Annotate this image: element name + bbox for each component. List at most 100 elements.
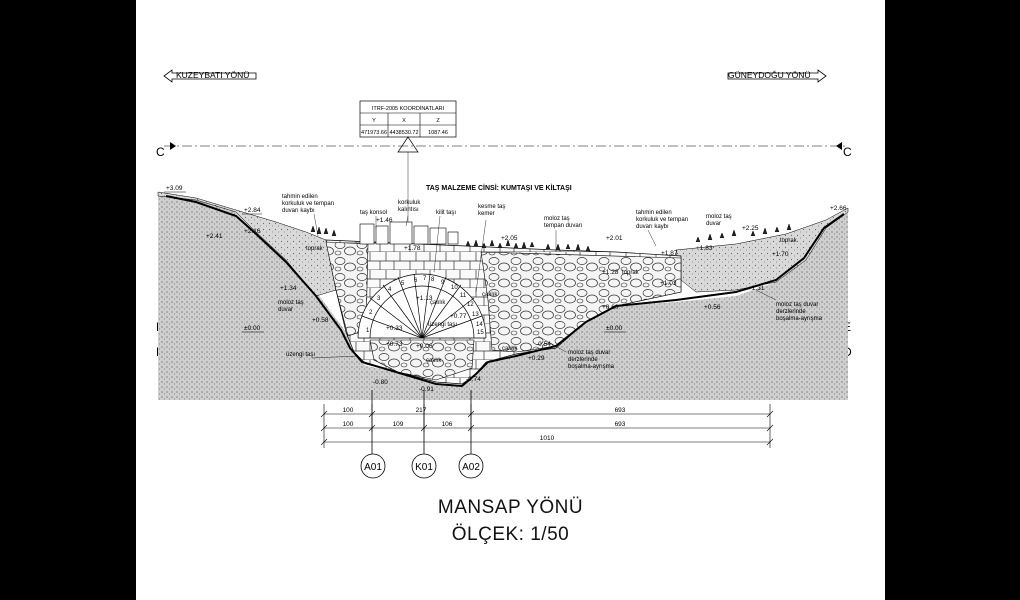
- section-c-right: C: [843, 145, 852, 159]
- level-103: +1.03: [660, 280, 677, 287]
- level-080: -0.80: [373, 379, 388, 386]
- dim-row2-a: 100: [343, 421, 354, 428]
- dimension-values: 100 217 693 100 109 106 693 1010: [343, 407, 626, 442]
- cross-section-drawing: KUZEYBATI YÖNÜ GÜNEYDOĞU YÖNÜ ITRF-2005 …: [156, 69, 852, 479]
- label-bush-2: çalılık: [482, 292, 498, 298]
- label-key-stone: kilit taşı: [436, 210, 456, 216]
- level-266: +2.66: [830, 205, 847, 212]
- label-soil-mid: toprak: [622, 270, 640, 276]
- section-c-left: C: [156, 145, 165, 159]
- dim-row1-c: 693: [615, 407, 626, 414]
- direction-northwest: KUZEYBATI YÖNÜ: [163, 69, 257, 83]
- drawing-sheet: KUZEYBATI YÖNÜ GÜNEYDOĞU YÖNÜ ITRF-2005 …: [136, 0, 885, 600]
- level-128: +1.28: [602, 269, 619, 276]
- material-label: TAŞ MALZEME CİNSİ: KUMTAŞI VE KİLTAŞI: [426, 184, 572, 192]
- arch-fan: [357, 273, 487, 339]
- level-113: +1.13: [416, 295, 433, 302]
- level-205: +2.05: [501, 235, 518, 242]
- level-056: +0.56: [704, 304, 721, 311]
- level-000-right: ±0.00: [606, 325, 623, 332]
- level-309: +3.09: [166, 185, 183, 192]
- section-line-c: C C: [156, 142, 852, 159]
- dim-row2-c: 106: [442, 421, 453, 428]
- level-054: -0.54: [536, 341, 551, 348]
- level-073: +0.73: [386, 341, 403, 348]
- level-markers: +3.09 +2.84 +2.16 +2.41 +1.78 +1.46 +2.0…: [164, 185, 847, 393]
- label-bush-1: çalılık: [430, 300, 446, 306]
- leader-lines: [311, 213, 777, 359]
- stone-rail-blocks: [359, 221, 459, 245]
- dim-row1-a: 100: [343, 407, 354, 414]
- direction-left-label: KUZEYBATI YÖNÜ: [176, 70, 249, 80]
- level-029: +0.29: [528, 355, 545, 362]
- arch-interior: [369, 339, 475, 381]
- voussoir-15: 15: [477, 330, 484, 336]
- voussoir-11: 11: [460, 293, 467, 299]
- soil-right: [675, 207, 849, 293]
- label-soil-right: toprak: [780, 238, 798, 244]
- drawing-scale: ÖLÇEK: 1/50: [451, 524, 570, 545]
- coordinate-col-x: X: [402, 118, 406, 124]
- coordinate-heading: ITRF-2005 KOORDİNATLARI: [372, 105, 445, 112]
- voussoir-5: 5: [401, 281, 405, 287]
- voussoir-10: 10: [451, 285, 458, 291]
- direction-right-label: GÜNEYDOĞU YÖNÜ: [728, 70, 811, 80]
- voussoir-14: 14: [476, 322, 483, 328]
- soil-left: [157, 191, 337, 297]
- level-060: +0.60: [602, 304, 619, 311]
- level-074: -0.74: [466, 376, 481, 383]
- voussoir-13: 13: [472, 312, 479, 318]
- level-077: +0.77: [450, 313, 467, 320]
- vegetation: [310, 223, 792, 252]
- coordinate-col-z: Z: [436, 118, 440, 124]
- level-000-left: ±0.00: [244, 325, 261, 332]
- voussoir-8: 8: [431, 277, 435, 283]
- dim-row2-d: 693: [615, 421, 626, 428]
- axis-bubble-a01: A01: [360, 453, 386, 479]
- voussoir-2: 2: [369, 310, 373, 316]
- label-soil-left: toprak: [306, 246, 324, 252]
- ground-mass: [158, 196, 848, 400]
- voussoir-4: 4: [388, 287, 392, 293]
- level-131: +1.31: [748, 285, 765, 292]
- axis-lines: [371, 390, 472, 454]
- label-stone-console: taş konsol: [360, 210, 387, 216]
- dim-row1-b: 217: [416, 407, 427, 414]
- voussoir-1: 1: [366, 328, 370, 334]
- level-058: +0.58: [312, 317, 329, 324]
- level-091: -0.91: [419, 386, 434, 393]
- label-stirrup-stone-left: üzengi taşı: [286, 352, 315, 358]
- axis-label-a02: A02: [462, 462, 480, 473]
- dim-total: 1010: [540, 435, 555, 442]
- label-stirrup-stone-mid: üzengi taşı: [428, 322, 457, 328]
- level-033: +0.33: [386, 325, 403, 332]
- coordinate-val-x: 4438530.72: [389, 130, 418, 136]
- voussoir-3: 3: [377, 296, 381, 302]
- voussoir-7: 7: [423, 276, 427, 282]
- axis-bubble-a02: A02: [458, 453, 484, 479]
- level-216: +2.16: [244, 228, 261, 235]
- axis-bubble-k01: K01: [411, 453, 437, 479]
- level-170: +1.70: [772, 251, 789, 258]
- level-006: +0.06: [416, 343, 433, 350]
- axis-label-k01: K01: [415, 462, 433, 473]
- dim-row2-b: 109: [393, 421, 404, 428]
- coordinate-col-y: Y: [372, 118, 376, 124]
- terrain-profile: [165, 195, 845, 388]
- axis-label-a01: A01: [364, 462, 382, 473]
- drawing-title: MANSAP YÖNÜ: [437, 497, 584, 518]
- level-187: +1.87: [661, 250, 678, 257]
- level-134: +1.34: [280, 285, 297, 292]
- label-bush-3: çalılık: [502, 346, 518, 352]
